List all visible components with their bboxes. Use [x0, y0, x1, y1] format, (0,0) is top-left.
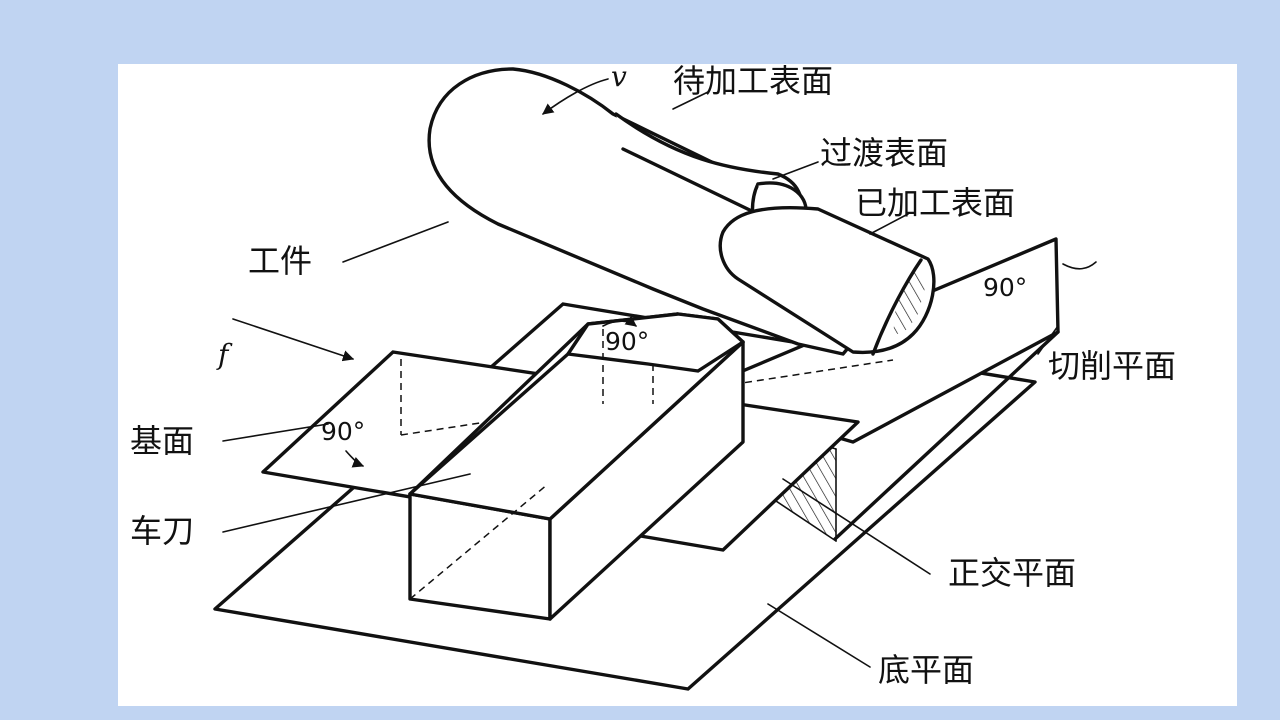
labels: v 待加工表面 过渡表面 已加工表面 工件 f 切削平面 基面 车刀 正交平面 … [130, 64, 1176, 689]
cutting-velocity-arrow [542, 78, 609, 115]
bottom-plane-label: 底平面 [878, 651, 974, 689]
unmachined-surface-label: 待加工表面 [673, 64, 833, 100]
turning-tool [408, 312, 745, 621]
cutting-plane-label: 切削平面 [1048, 347, 1176, 385]
leader-lines [222, 91, 1059, 668]
workpiece-label: 工件 [248, 242, 312, 280]
slide-panel: v 待加工表面 过渡表面 已加工表面 工件 f 切削平面 基面 车刀 正交平面 … [118, 64, 1237, 706]
turning-tool-label: 车刀 [130, 512, 194, 550]
base-angle-label: 90° [321, 417, 365, 446]
machined-surface-label: 已加工表面 [855, 184, 1015, 222]
workpiece [427, 67, 936, 356]
feed-arrow [232, 318, 355, 362]
orthogonal-angle-label: 90° [605, 327, 649, 356]
angle-arrows [345, 261, 1097, 468]
feed-label: f [216, 338, 233, 371]
transition-surface-label: 过渡表面 [820, 134, 948, 172]
tool-angle-reference-planes-diagram: v 待加工表面 过渡表面 已加工表面 工件 f 切削平面 基面 车刀 正交平面 … [130, 64, 1176, 691]
orthogonal-plane-label: 正交平面 [948, 554, 1076, 592]
base-plane-label: 基面 [130, 422, 194, 460]
cutting-angle-label: 90° [983, 273, 1027, 302]
velocity-label: v [611, 64, 627, 93]
